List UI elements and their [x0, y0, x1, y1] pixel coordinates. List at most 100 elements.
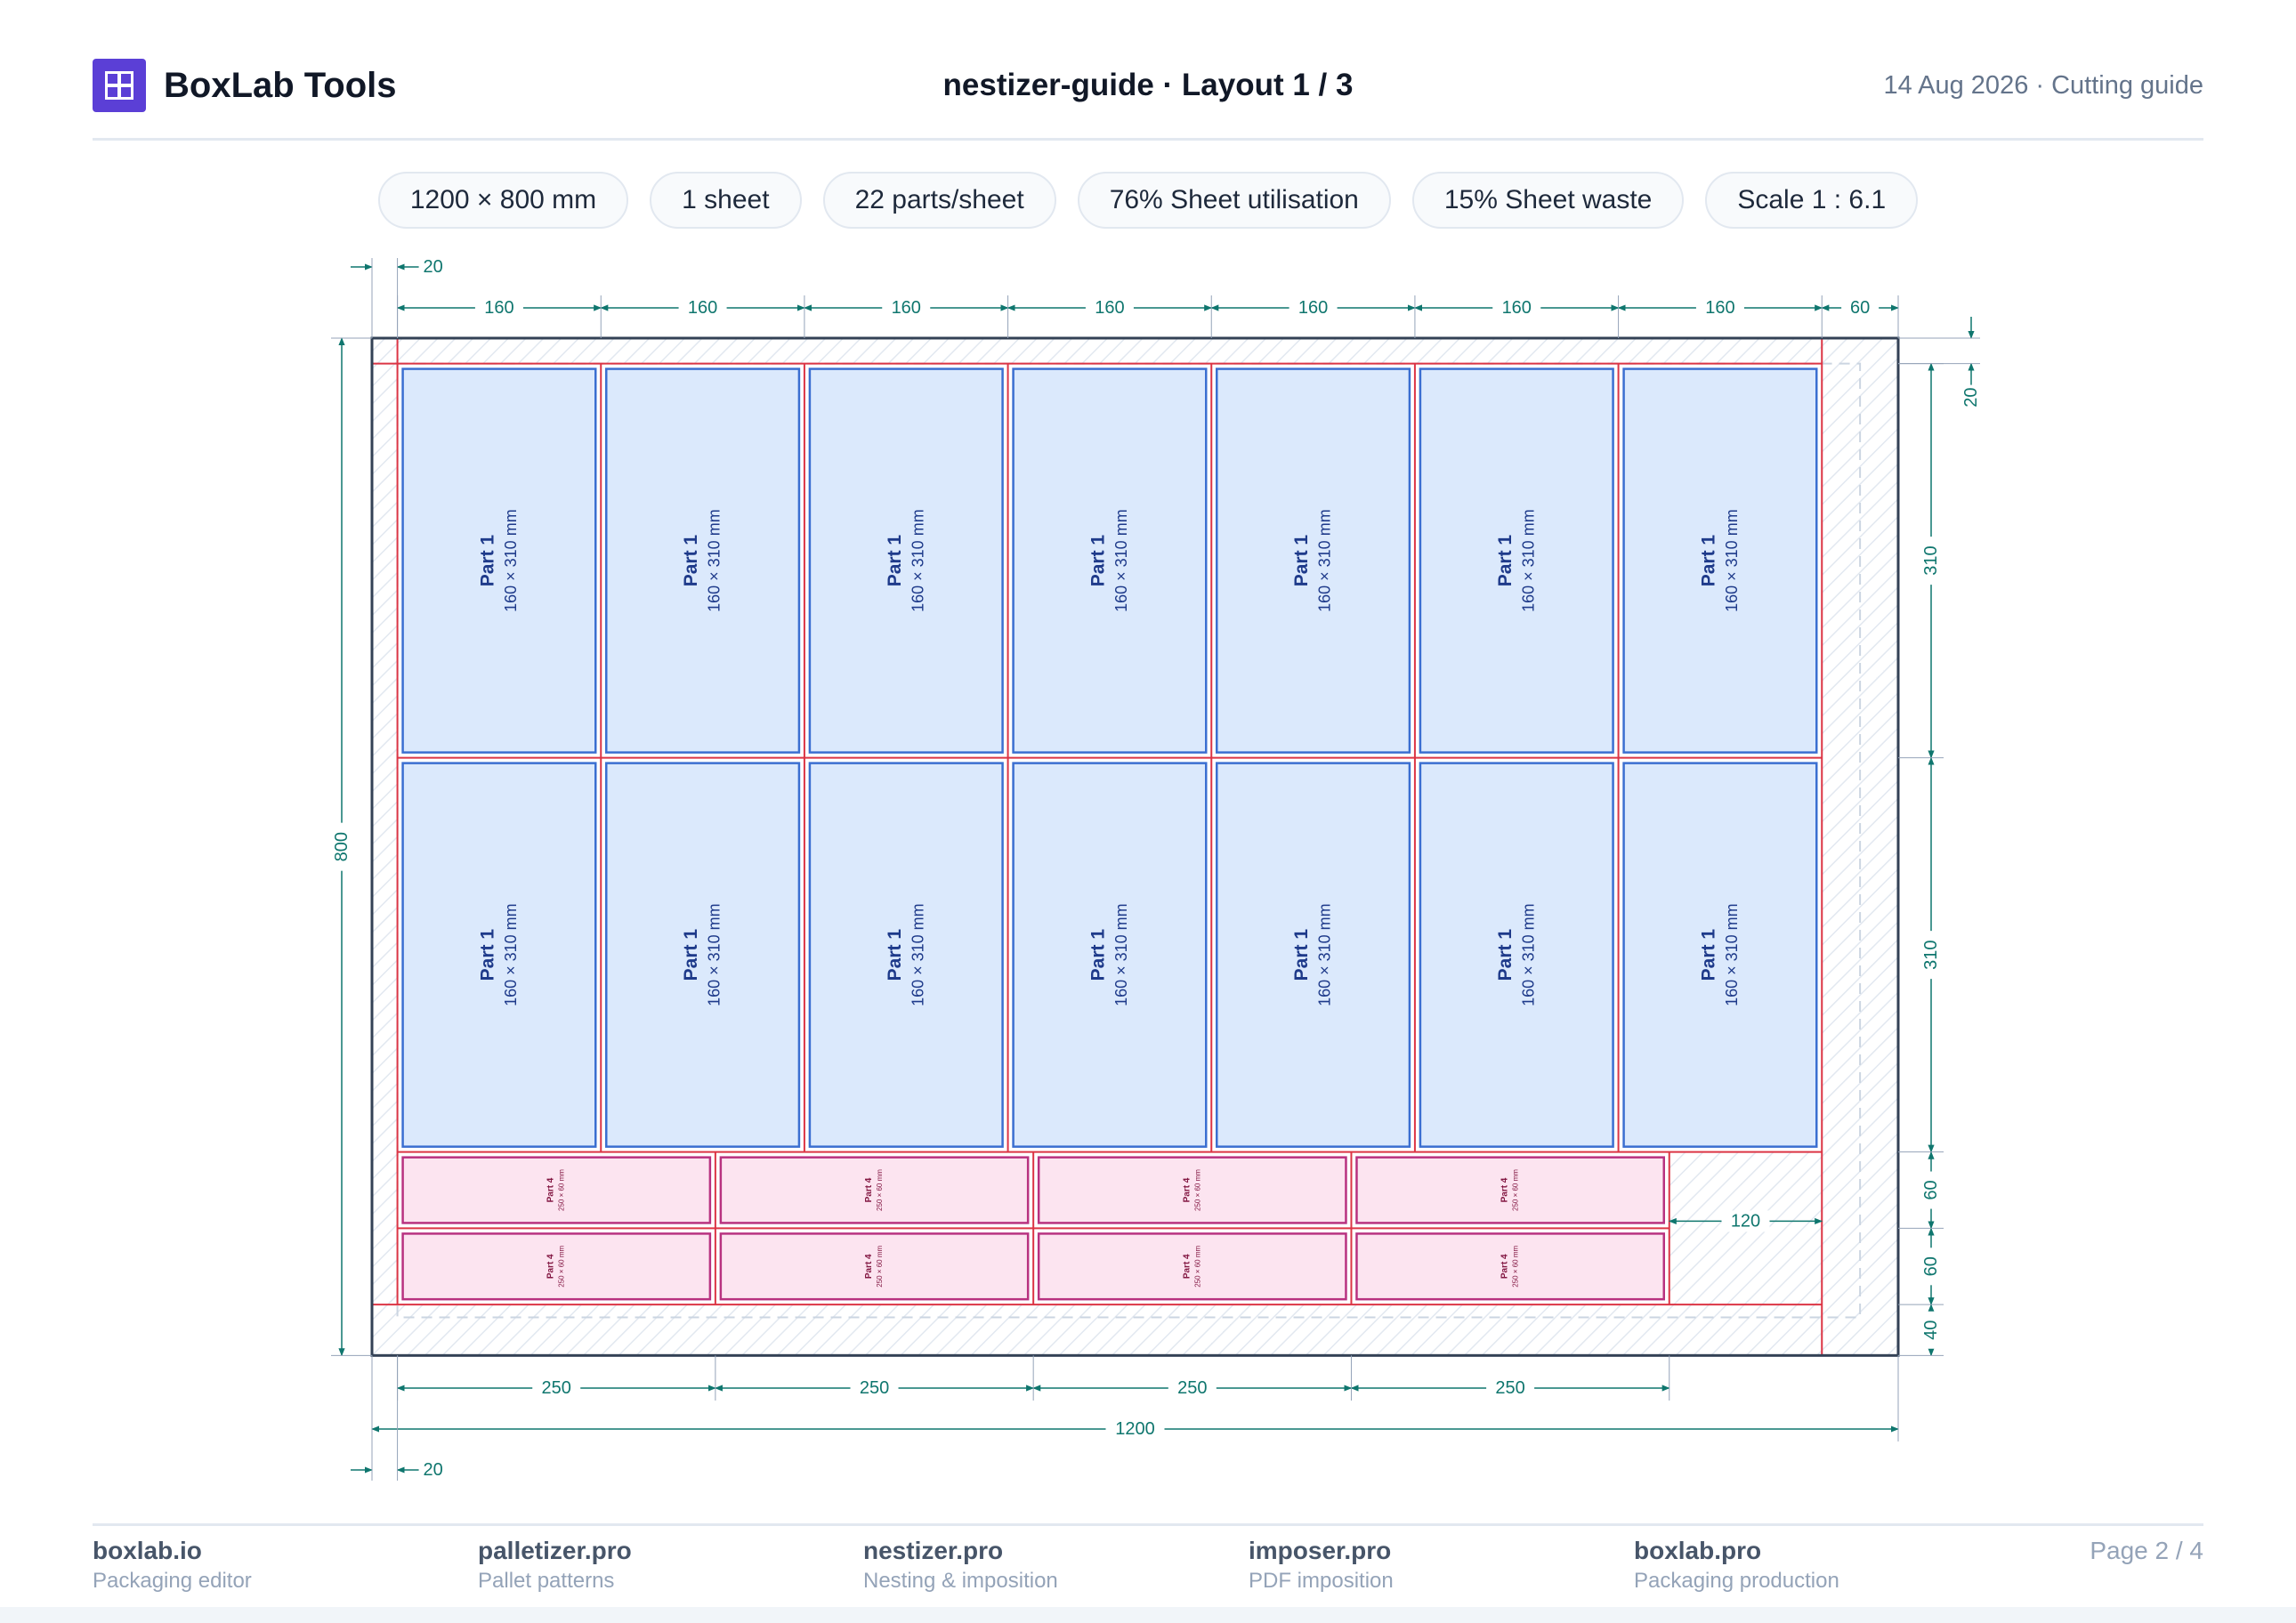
dimension-top-0: 160 — [396, 297, 602, 319]
part-small-name: Part 4 — [546, 1177, 556, 1202]
part-small-size: 250 × 60 mm — [1193, 1169, 1201, 1211]
dimension-label-bg — [1105, 1418, 1165, 1440]
dimension-label: 40 — [1921, 1320, 1941, 1340]
dimension-top-3: 160 — [1007, 297, 1213, 319]
dimension-label: 120 — [1731, 1211, 1760, 1231]
stat-sheet-size: 1200 × 800 mm — [377, 172, 629, 229]
footer-link-boxlab-io[interactable]: boxlab.io Packaging editor — [93, 1535, 252, 1595]
part-large-size: 160 × 310 mm — [706, 509, 724, 612]
part-large-size: 160 × 310 mm — [706, 903, 724, 1006]
dimension-label-bg — [1920, 931, 1942, 980]
dimension-margin-top: 20 — [1961, 317, 1981, 408]
part-large-shape — [1012, 762, 1208, 1148]
part-large-name: Part 1 — [477, 535, 497, 587]
footer-link-palletizer[interactable]: palletizer.pro Pallet patterns — [478, 1535, 632, 1595]
dimension-label-bg — [1920, 1171, 1942, 1209]
dimension-top-4: 160 — [1210, 297, 1416, 319]
part-small-shape — [719, 1232, 1030, 1301]
page-header: BoxLab Tools nestizer-guide · Layout 1 /… — [93, 52, 2203, 141]
part-large-shape — [1622, 367, 1818, 754]
part-large-size: 160 × 310 mm — [909, 903, 926, 1006]
part-large-shape — [1622, 762, 1818, 1148]
dimension-label: 250 — [860, 1378, 889, 1398]
dimension-label: 1200 — [1115, 1419, 1155, 1439]
part-large-name: Part 1 — [1087, 535, 1108, 587]
dimension-label: 160 — [1502, 298, 1532, 318]
part-large-name: Part 1 — [1087, 929, 1108, 981]
part-large-name: Part 1 — [885, 535, 905, 587]
dimension-label: 160 — [1705, 298, 1734, 318]
bottom-strip — [0, 1607, 2296, 1623]
dimension-top-7: 60 — [1821, 297, 1899, 319]
part-large-name: Part 1 — [681, 929, 701, 981]
part-large-shape — [1012, 367, 1208, 754]
part-large-size: 160 × 310 mm — [1316, 509, 1334, 612]
part-small-shape — [401, 1232, 712, 1301]
dimension-label-bg — [1920, 1248, 1942, 1286]
dimension-margin-left-top: 20 — [351, 257, 443, 277]
dimension-label-bg — [331, 822, 352, 871]
part-large-size: 160 × 310 mm — [1112, 903, 1130, 1006]
part-large: Part 1 160 × 310 mm — [1622, 367, 1818, 754]
dimension-right-4: 40 — [1920, 1304, 1942, 1357]
part-large-name: Part 1 — [1495, 929, 1516, 981]
brand-name: BoxLab Tools — [164, 66, 397, 105]
dimension-top-6: 160 — [1617, 297, 1823, 319]
part-large-size: 160 × 310 mm — [1723, 509, 1741, 612]
part-large-shape — [401, 762, 597, 1148]
dimension-label: 310 — [1921, 940, 1941, 969]
part-small-name: Part 4 — [1182, 1254, 1192, 1279]
footer-link-boxlab-pro[interactable]: boxlab.pro Packaging production — [1634, 1535, 1839, 1595]
part-small-shape — [401, 1156, 712, 1224]
document-date: 14 Aug 2026 · Cutting guide — [1883, 71, 2203, 100]
dimension-label: 160 — [1095, 298, 1124, 318]
dimension-label: 160 — [688, 298, 717, 318]
footer-link-imposer[interactable]: imposer.pro PDF imposition — [1249, 1535, 1394, 1595]
part-large-size: 160 × 310 mm — [909, 509, 926, 612]
dimension-overall-height: 800 — [331, 337, 352, 1357]
dimension-label: 160 — [1298, 298, 1328, 318]
part-large: Part 1 160 × 310 mm — [605, 367, 801, 754]
page-number: Page 2 / 4 — [2090, 1537, 2203, 1564]
footer-link-nestizer[interactable]: nestizer.pro Nesting & imposition — [863, 1535, 1058, 1595]
dimension-label: 60 — [1850, 298, 1870, 318]
dimension-label: 60 — [1921, 1180, 1941, 1199]
dimension-top-2: 160 — [804, 297, 1009, 319]
footer-link-name: nestizer.pro — [863, 1537, 1004, 1564]
part-large-name: Part 1 — [1698, 929, 1718, 981]
part-small-shape — [1037, 1232, 1347, 1301]
part-large-shape — [605, 762, 801, 1148]
dimension-label: 160 — [892, 298, 921, 318]
dimension-label: 20 — [423, 1460, 442, 1480]
dimension-label-bg — [1289, 297, 1338, 319]
part-large-size: 160 × 310 mm — [1112, 509, 1130, 612]
part-small-shape — [719, 1156, 1030, 1224]
dimension-label-bg — [882, 297, 931, 319]
part-small-size: 250 × 60 mm — [876, 1169, 884, 1211]
dimension-right-1: 310 — [1920, 756, 1942, 1153]
part-large-name: Part 1 — [1698, 535, 1718, 587]
dimension-label-bg — [1920, 1311, 1942, 1349]
dimension-overall-width: 1200 — [371, 1418, 1899, 1440]
dimension-label-bg — [1841, 297, 1880, 319]
dimension-top-5: 160 — [1414, 297, 1620, 319]
dimension-label-bg — [1085, 297, 1134, 319]
part-small-size: 250 × 60 mm — [1512, 1169, 1520, 1211]
dimension-label: 160 — [484, 298, 513, 318]
dimension-top-1: 160 — [600, 297, 805, 319]
stats-bar: 1200 × 800 mm 1 sheet 22 parts/sheet 76%… — [0, 172, 2296, 229]
part-large-name: Part 1 — [681, 535, 701, 587]
part-small-shape — [1037, 1156, 1347, 1224]
part-small-name: Part 4 — [546, 1254, 556, 1279]
